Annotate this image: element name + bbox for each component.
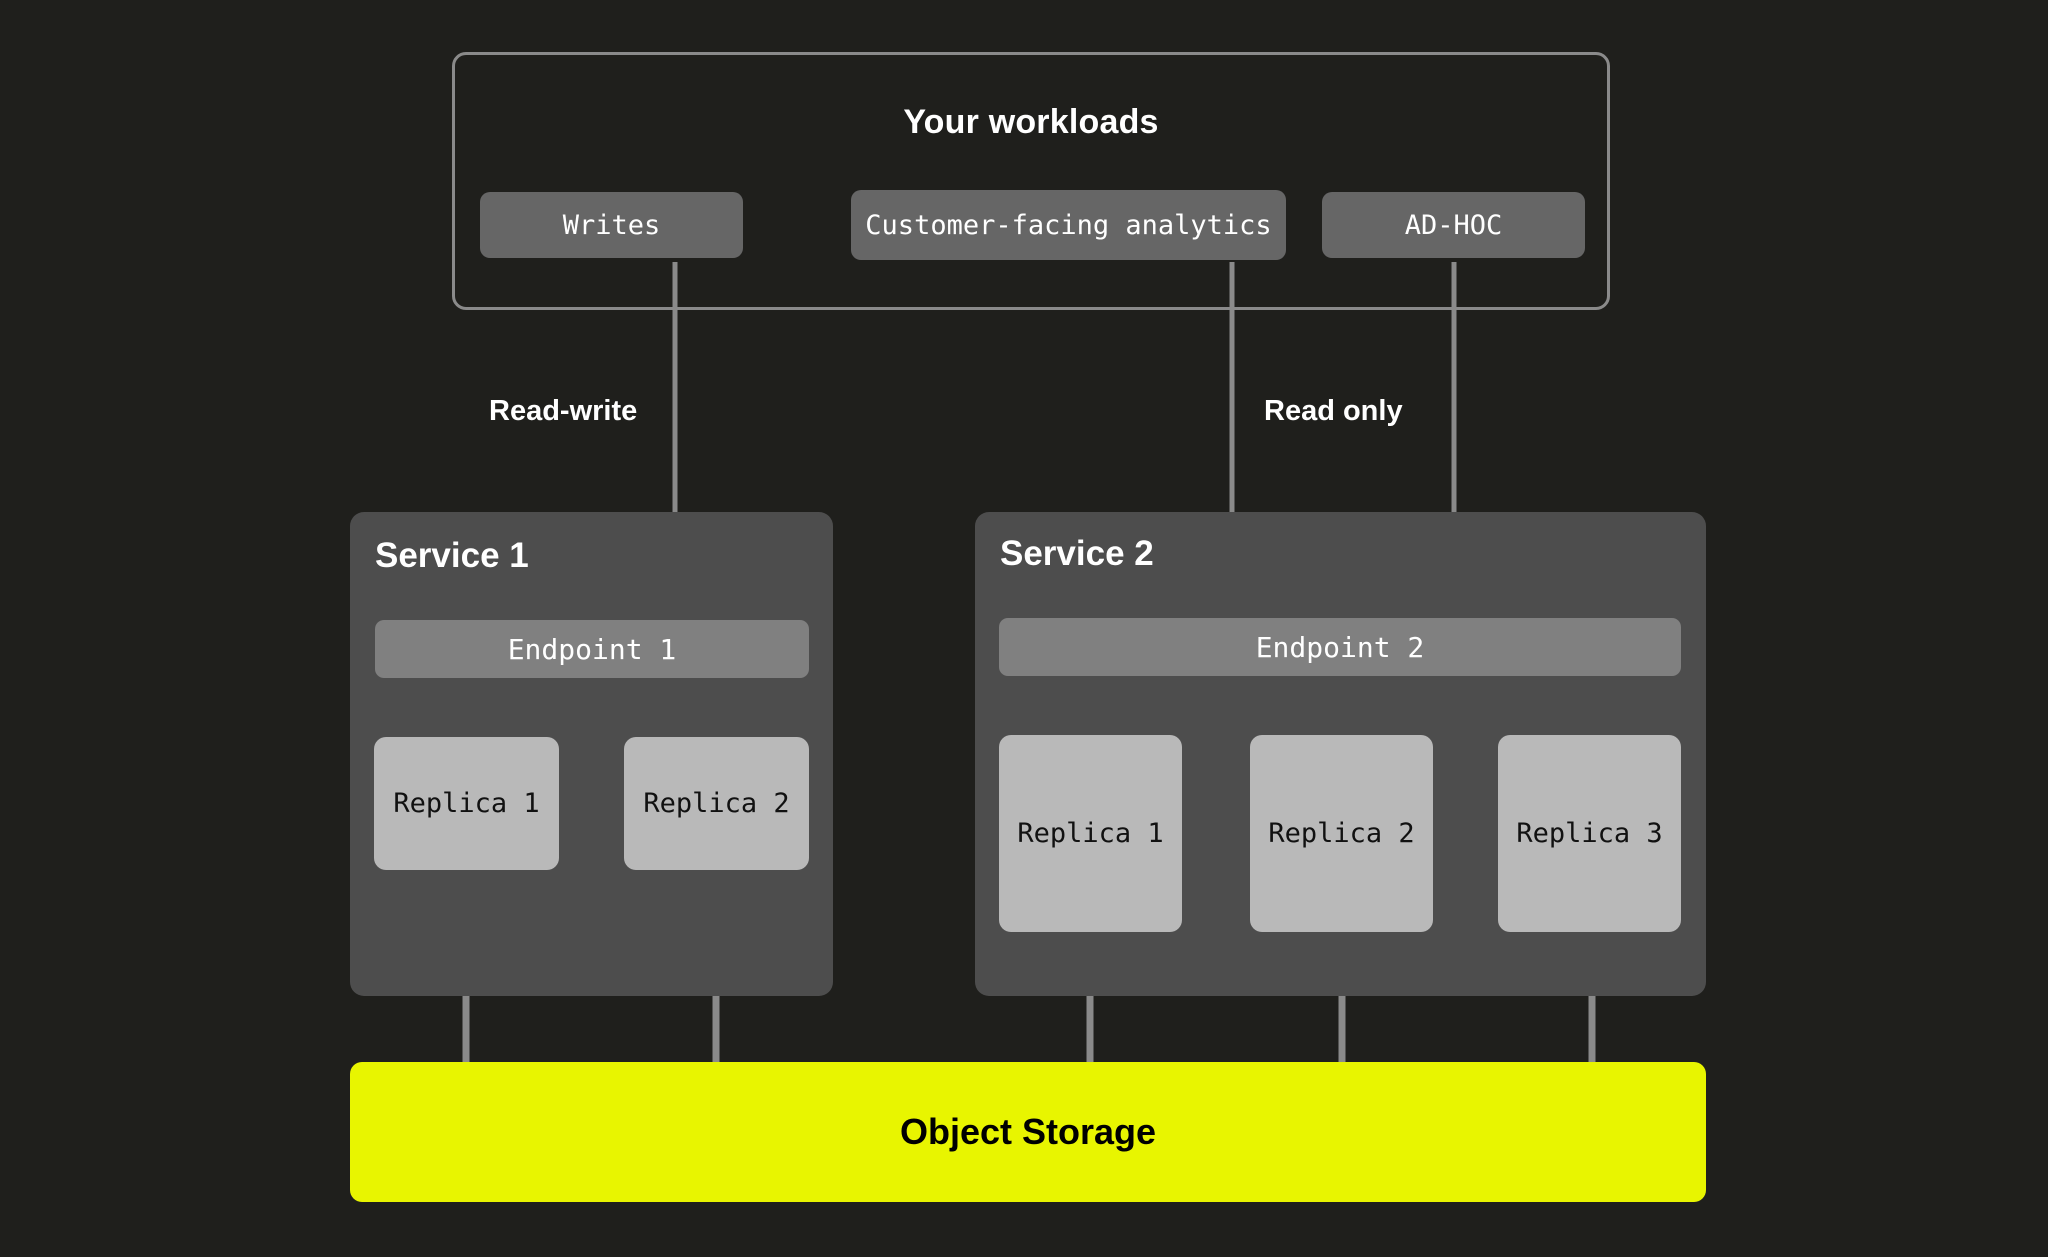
object-storage-label: Object Storage (899, 1111, 1157, 1152)
replica-label: Replica 2 (643, 788, 790, 819)
endpoint-1[interactable]: Endpoint 1 (375, 620, 809, 678)
endpoint-label: Endpoint 2 (1255, 630, 1425, 664)
workloads-panel: Your workloads (452, 52, 1610, 310)
replica-label: Replica 2 (1268, 818, 1415, 849)
workload-chip-writes[interactable]: Writes (480, 192, 743, 258)
endpoint-2[interactable]: Endpoint 2 (999, 618, 1681, 676)
service-title-2: Service 2 (1000, 534, 1154, 573)
service2-replica-2[interactable]: Replica 2 (1250, 735, 1433, 932)
edge-label-read-write: Read-write (489, 395, 638, 427)
edge-label-read-only: Read only (1264, 395, 1403, 427)
service2-replica-3[interactable]: Replica 3 (1498, 735, 1681, 932)
object-storage-bar[interactable]: Object Storage (350, 1062, 1706, 1202)
endpoint-label: Endpoint 1 (507, 632, 677, 666)
workload-chip-customer-facing-analytics[interactable]: Customer-facing analytics (851, 190, 1286, 260)
workload-chip-label: Writes (562, 209, 661, 241)
service-title-1: Service 1 (375, 536, 529, 575)
workloads-title: Your workloads (903, 103, 1159, 141)
replica-label: Replica 1 (393, 788, 540, 819)
workload-chip-ad-hoc[interactable]: AD-HOC (1322, 192, 1585, 258)
replica-label: Replica 1 (1017, 818, 1164, 849)
workload-chip-label: AD-HOC (1404, 209, 1503, 241)
workload-chip-label: Customer-facing analytics (865, 209, 1272, 241)
service2-replica-1[interactable]: Replica 1 (999, 735, 1182, 932)
service1-replica-1[interactable]: Replica 1 (374, 737, 559, 870)
service1-replica-2[interactable]: Replica 2 (624, 737, 809, 870)
replica-label: Replica 3 (1516, 818, 1663, 849)
